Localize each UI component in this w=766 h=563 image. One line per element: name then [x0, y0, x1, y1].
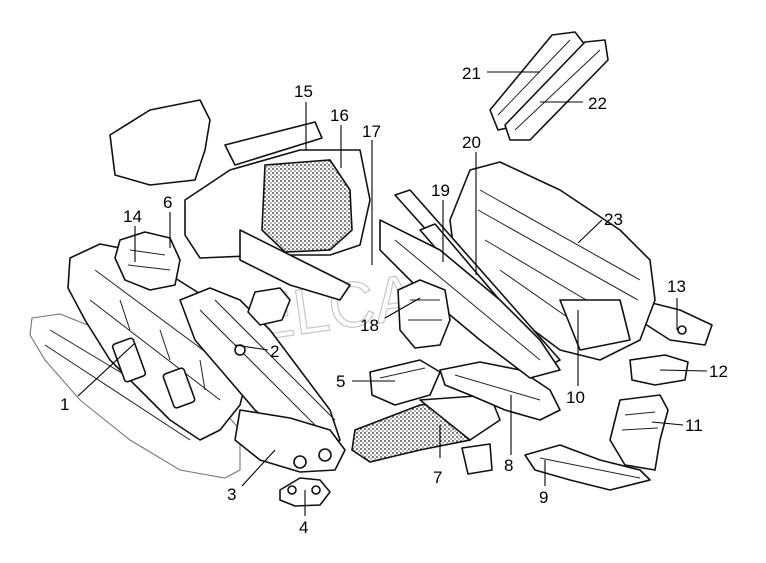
callout-11: 11	[685, 416, 703, 435]
part-bracket-small	[247, 287, 291, 326]
callout-17: 17	[362, 122, 381, 141]
part-bracket-5	[369, 359, 441, 406]
callout-21: 21	[462, 64, 481, 83]
part-bracket-18	[397, 279, 451, 349]
callout-16: 16	[330, 106, 349, 125]
part-bracket-13	[639, 299, 713, 346]
callout-19: 19	[431, 181, 450, 200]
part-rail-9	[524, 444, 651, 491]
part-panel-11	[609, 394, 669, 471]
part-front-cross-member	[67, 243, 251, 441]
callout-23: 23	[604, 210, 623, 229]
callout-18: 18	[360, 316, 379, 335]
callout-20: 20	[462, 133, 481, 152]
callout-13: 13	[667, 277, 686, 296]
callouts: 1 2 3 4 5 6 7 8 9 10 11 12 13 14 15 16 1…	[60, 64, 728, 537]
callout-15: 15	[294, 82, 313, 101]
callout-5: 5	[336, 372, 345, 391]
callout-22: 22	[588, 94, 607, 113]
callout-6: 6	[163, 193, 172, 212]
callout-1: 1	[60, 395, 69, 414]
callout-12: 12	[709, 362, 728, 381]
callout-14: 14	[123, 207, 142, 226]
part-bracket-12	[629, 354, 689, 386]
callout-3: 3	[227, 485, 236, 504]
callout-7: 7	[433, 468, 442, 487]
callout-4: 4	[299, 518, 308, 537]
part-rail-8	[439, 361, 561, 421]
callout-8: 8	[504, 456, 513, 475]
part-reinforcement-22	[504, 39, 609, 141]
callout-2: 2	[270, 342, 279, 361]
part-lower-cross-member	[179, 287, 341, 451]
callout-10: 10	[566, 388, 585, 407]
leader-lines	[77, 71, 708, 516]
part-lower-rail	[351, 394, 501, 475]
part-wheel-housing	[109, 99, 371, 301]
part-bracket-6	[114, 231, 181, 291]
part-floor-10	[379, 219, 561, 379]
part-subframe	[234, 409, 346, 473]
callout-9: 9	[539, 488, 548, 507]
